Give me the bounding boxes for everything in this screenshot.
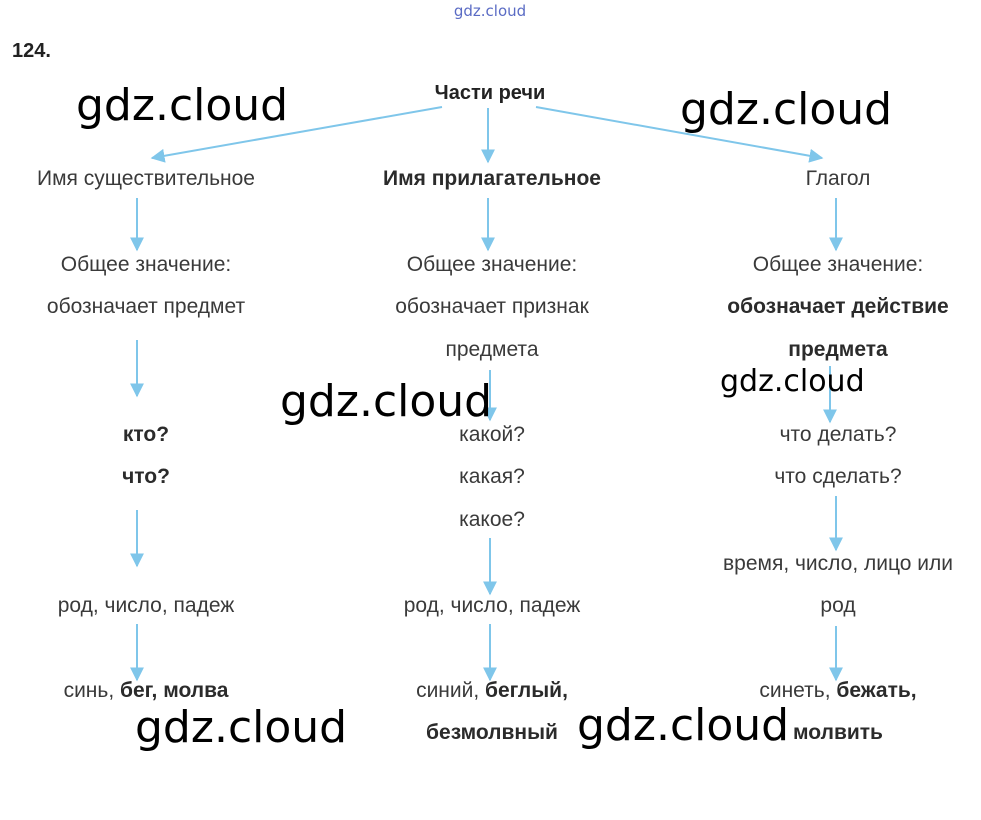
watermark-3: gdz.cloud xyxy=(280,376,493,427)
watermark-2: gdz.cloud xyxy=(680,84,893,135)
noun-examples: синь, бег, молва xyxy=(64,679,229,703)
verb-categories-1: время, число, лицо или xyxy=(722,552,954,575)
watermark-4: gdz.cloud xyxy=(720,364,865,399)
arrow-root-to-verb xyxy=(535,106,824,163)
verb-question-2: что сделать? xyxy=(774,465,902,488)
verb-examples-plain: синеть, xyxy=(759,679,837,702)
verb-question-1: что делать? xyxy=(779,423,897,446)
adjective-question-3: какое? xyxy=(459,508,525,531)
verb-examples-line2: молвить xyxy=(793,721,883,744)
adjective-question-2: какая? xyxy=(459,465,525,488)
site-label[interactable]: gdz.cloud xyxy=(453,2,527,20)
verb-meaning-2: предмета xyxy=(788,338,888,361)
watermark-1: gdz.cloud xyxy=(76,80,289,131)
verb-meaning-1: обозначает действие xyxy=(727,295,949,318)
verb-categories-2: род xyxy=(820,594,856,617)
verb-meaning-label: Общее значение: xyxy=(752,253,924,276)
adjective-examples: синий, беглый, xyxy=(416,679,568,703)
adjective-meaning-label: Общее значение: xyxy=(406,253,578,276)
noun-title: Имя существительное xyxy=(37,167,255,190)
watermark-5: gdz.cloud xyxy=(135,702,348,753)
verb-title: Глагол xyxy=(805,167,871,190)
adjective-examples-plain: синий, xyxy=(416,679,486,702)
adjective-examples-line2: безмолвный xyxy=(426,721,558,744)
verb-examples-bold: бежать, xyxy=(836,679,917,702)
adjective-meaning-2: предмета xyxy=(445,338,539,361)
adjective-title: Имя прилагательное xyxy=(383,167,601,190)
adjective-question-1: какой? xyxy=(459,423,525,446)
noun-meaning-label: Общее значение: xyxy=(60,253,232,276)
verb-examples: синеть, бежать, xyxy=(759,679,916,703)
adjective-categories: род, число, падеж xyxy=(403,594,581,617)
adjective-meaning-1: обозначает признак xyxy=(395,295,589,318)
noun-examples-plain: синь, xyxy=(63,679,120,702)
diagram-root-title: Части речи xyxy=(434,82,546,104)
noun-categories: род, число, падеж xyxy=(57,594,235,617)
noun-question-1: кто? xyxy=(122,423,170,446)
noun-meaning: обозначает предмет xyxy=(46,295,246,318)
noun-question-2: что? xyxy=(122,465,170,488)
watermark-6: gdz.cloud xyxy=(577,700,790,751)
task-number: 124. xyxy=(12,40,51,62)
adjective-examples-bold: беглый, xyxy=(485,679,568,702)
noun-examples-bold: бег, молва xyxy=(120,679,229,702)
arrow-root-to-noun xyxy=(150,106,443,163)
